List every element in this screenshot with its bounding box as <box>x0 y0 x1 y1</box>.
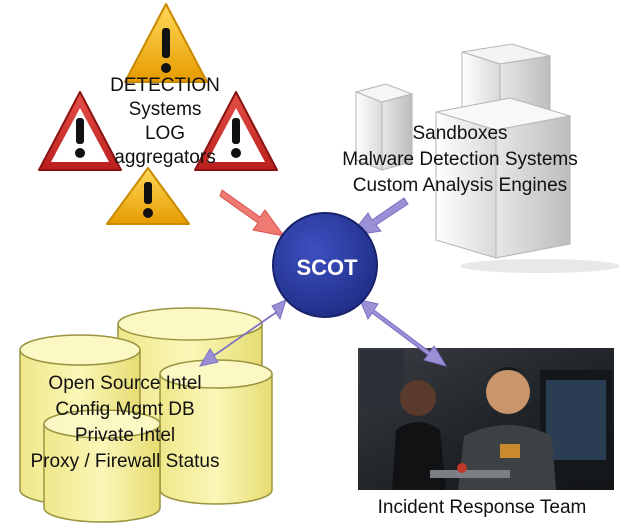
scot-hub <box>272 212 378 318</box>
analysis-line-2: Malware Detection Systems <box>342 149 578 170</box>
analysis-label: Sandboxes Malware Detection Systems Cust… <box>300 121 620 199</box>
detection-line-2: Systems <box>128 99 202 120</box>
analysis-line-1: Sandboxes <box>412 123 508 144</box>
database-cylinder-icon-front <box>43 409 161 523</box>
detection-line-4: aggregators <box>114 147 216 168</box>
detection-label: DETECTION Systems LOG aggregators <box>90 74 240 170</box>
intel-line-1: Open Source Intel <box>48 373 202 394</box>
arrow-detection-to-scot <box>219 189 286 237</box>
warning-icon-bottom <box>106 167 190 225</box>
server-box-icon-front <box>435 97 620 273</box>
warning-icon-top <box>124 3 208 83</box>
warning-icon-left <box>38 91 122 171</box>
server-box-icon-left <box>354 83 414 171</box>
intel-line-3: Private Intel <box>74 425 176 446</box>
analysis-line-3: Custom Analysis Engines <box>352 175 568 196</box>
intel-line-2: Config Mgmt DB <box>55 399 195 420</box>
team-photo <box>358 348 614 490</box>
arrow-scot-to-intel <box>198 299 287 367</box>
warning-icon-right <box>194 91 278 171</box>
database-cylinder-icon-mid <box>159 359 273 505</box>
scot-label: SCOT <box>296 255 358 280</box>
intel-line-4: Proxy / Firewall Status <box>30 451 220 472</box>
detection-line-3: LOG <box>144 123 186 144</box>
team-label: Incident Response Team <box>377 497 587 518</box>
intel-label: Open Source Intel Config Mgmt DB Private… <box>0 371 250 475</box>
detection-line-1: DETECTION <box>110 75 220 96</box>
arrow-scot-to-team <box>359 299 448 367</box>
